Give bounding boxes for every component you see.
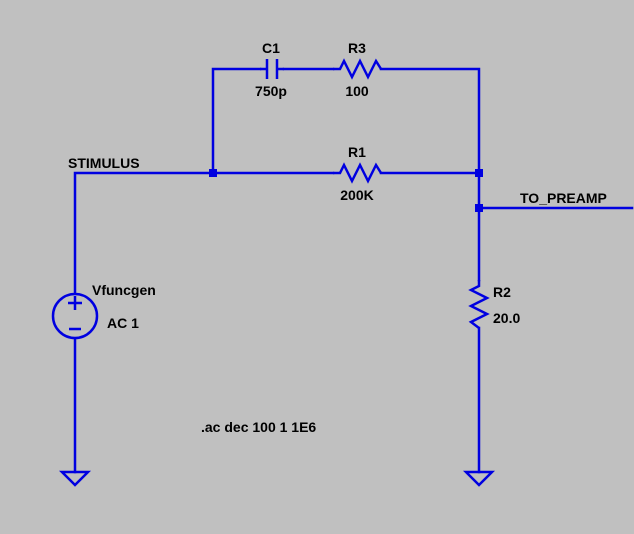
ground-icon-right	[462, 470, 496, 487]
r1-value-label: 200K	[340, 187, 373, 203]
junction-dot-r1-right	[475, 169, 483, 177]
junctions	[209, 169, 483, 212]
wires	[73, 67, 634, 474]
wire-top-left	[211, 67, 262, 175]
resistor-r1[interactable]	[333, 162, 383, 184]
c1-ref-label: C1	[262, 40, 280, 56]
resistor-r2[interactable]	[468, 280, 490, 329]
r3-value-label: 100	[345, 83, 369, 99]
c1-value-label: 750p	[255, 83, 287, 99]
wire-stimulus-left	[73, 171, 215, 294]
r2-ref-label: R2	[493, 284, 511, 300]
junction-dot-preamp	[475, 204, 483, 212]
vfuncgen-value-label: AC 1	[107, 315, 139, 331]
spice-directive[interactable]: .ac dec 100 1 1E6	[201, 419, 316, 435]
wire-top-right	[379, 67, 481, 175]
net-label-to-preamp: TO_PREAMP	[520, 190, 607, 206]
ground-icon-left	[58, 470, 92, 487]
net-label-stimulus: STIMULUS	[68, 155, 140, 171]
r2-value-label: 20.0	[493, 310, 520, 326]
r3-ref-label: R3	[348, 40, 366, 56]
resistor-r3[interactable]	[333, 58, 383, 80]
voltage-source-vfuncgen[interactable]	[51, 292, 99, 340]
r1-ref-label: R1	[348, 144, 366, 160]
capacitor-c1[interactable]	[260, 59, 284, 79]
vfuncgen-ref-label: Vfuncgen	[92, 282, 156, 298]
junction-dot-stimulus	[209, 169, 217, 177]
source-circle	[51, 292, 99, 340]
